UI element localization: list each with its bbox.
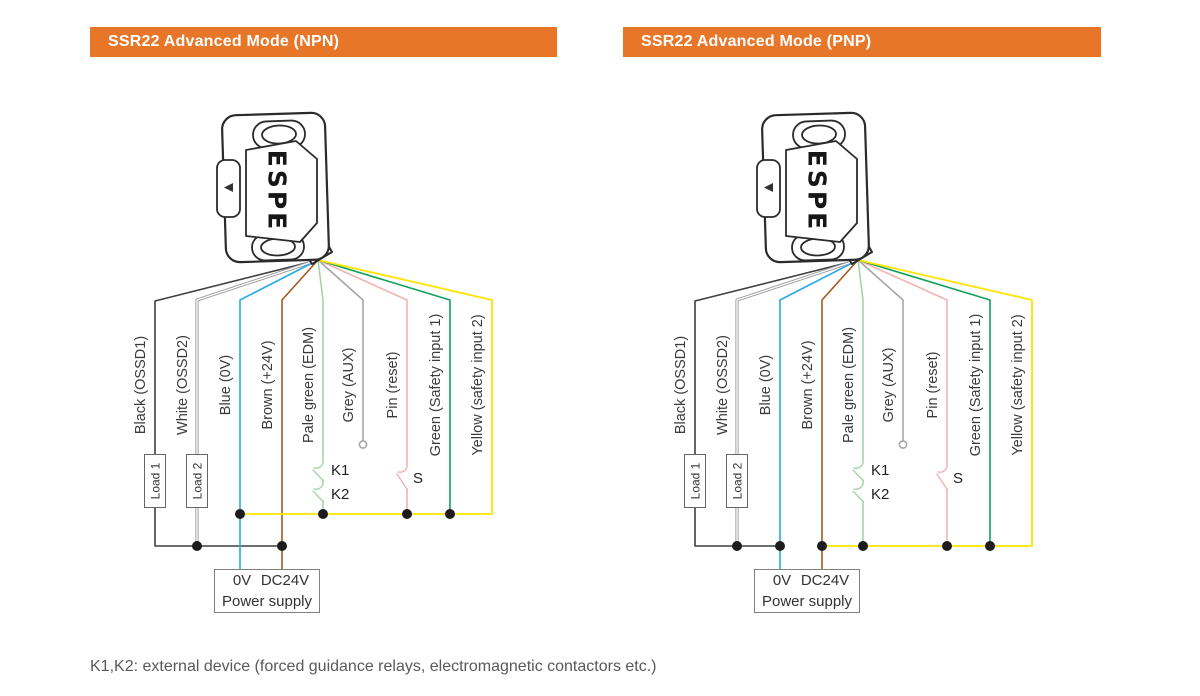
npn-k1-contact-blade (312, 469, 325, 482)
pnp-wire-pink (857, 259, 948, 467)
pnp-wire-pale-green (857, 259, 864, 463)
npn-wire-white (196, 259, 319, 455)
npn-load2-label: Load 2 (190, 462, 205, 500)
junction-dot (732, 541, 742, 551)
pnp-load1-label: Load 1 (688, 462, 703, 500)
npn-sensor-device (215, 111, 334, 266)
npn-wire-label-green: Green (Safety input 1) (428, 313, 444, 457)
npn-psu-label: Power supply (221, 593, 313, 610)
pnp-title: SSR22 Advanced Mode (PNP) (641, 33, 872, 50)
junction-dot (277, 541, 287, 551)
npn-psu-dc24v: DC24V (260, 572, 310, 589)
npn-wire-white-outline (195, 258, 320, 456)
pnp-psu-label: Power supply (761, 593, 853, 610)
pnp-k1-contact-blade (852, 469, 865, 482)
npn-wire-pale-green (317, 259, 324, 463)
npn-wire-label-yellow: Yellow (safety input 2) (470, 314, 486, 456)
pnp-load2-label: Load 2 (730, 462, 745, 500)
npn-junction-dots (192, 509, 455, 551)
pnp-wire-white-outline (735, 258, 860, 456)
pnp-wire-black (694, 259, 859, 455)
npn-s-switch-icon (397, 466, 408, 473)
npn-aux-open-terminal (358, 440, 368, 449)
npn-header-bar: SSR22 Advanced Mode (NPN) (90, 27, 557, 57)
npn-wire-yellow-and-input-bus (239, 259, 493, 515)
pnp-power-supply-box: 0V DC24V Power supply (754, 569, 860, 613)
npn-wire-brown (281, 259, 319, 570)
pnp-wire-brown (821, 259, 859, 570)
pnp-k2-contact-icon (853, 483, 864, 490)
npn-wire-label-black: Black (OSSD1) (133, 335, 149, 435)
pnp-aux-open-terminal (898, 440, 908, 449)
junction-dot (985, 541, 995, 551)
junction-dot (318, 509, 328, 519)
npn-k2-label: K2 (331, 486, 350, 503)
npn-load1-box: Load 1 (144, 454, 166, 508)
npn-wire-label-blue: Blue (0V) (218, 354, 234, 416)
npn-wire-pink (317, 259, 408, 467)
pnp-k2-label: K2 (871, 486, 890, 503)
pnp-load2-box: Load 2 (726, 454, 748, 508)
pnp-diagram (694, 111, 1033, 570)
npn-load2-box: Load 2 (186, 454, 208, 508)
pnp-sensor-device (755, 111, 874, 266)
junction-dot (942, 541, 952, 551)
pnp-psu-dc24v: DC24V (800, 572, 850, 589)
pnp-psu-0v: 0V (772, 572, 792, 589)
pnp-header-bar: SSR22 Advanced Mode (PNP) (623, 27, 1101, 57)
npn-psu-0v: 0V (232, 572, 252, 589)
pnp-wire-label-black: Black (OSSD1) (673, 335, 689, 435)
npn-k1-label: K1 (331, 462, 350, 479)
npn-wire-grey (317, 259, 364, 441)
pnp-k1-contact-icon (853, 462, 864, 469)
junction-dot (858, 541, 868, 551)
junction-dot (775, 541, 785, 551)
npn-diagram (154, 111, 493, 570)
junction-dot (817, 541, 827, 551)
npn-load1-label: Load 1 (148, 462, 163, 500)
pnp-wire-green (857, 259, 991, 547)
npn-wire-label-brown: Brown (+24V) (260, 340, 276, 430)
pnp-load1-box: Load 1 (684, 454, 706, 508)
npn-k2-contact-blade (312, 490, 325, 503)
pnp-wire-label-pink: Pin (reset) (925, 351, 941, 419)
pnp-k1-label: K1 (871, 462, 890, 479)
junction-dot (445, 509, 455, 519)
pnp-wire-grey (857, 259, 904, 441)
pnp-wire-label-grey: Grey (AUX) (881, 347, 897, 423)
pnp-wire-yellow-and-input-bus (821, 259, 1033, 547)
pnp-s-switch-blade (936, 473, 949, 491)
npn-k2-contact-icon (313, 483, 324, 490)
npn-wire-green (317, 259, 451, 515)
junction-dot (235, 509, 245, 519)
npn-s-label: S (413, 470, 424, 487)
npn-wire-label-pale-green: Pale green (EDM) (301, 326, 317, 444)
pnp-wire-label-blue: Blue (0V) (758, 354, 774, 416)
npn-s-switch-blade (396, 473, 409, 491)
footnote: K1,K2: external device (forced guidance … (90, 658, 657, 675)
npn-wire-blue (239, 259, 319, 570)
junction-dot (192, 541, 202, 551)
pnp-wire-white (736, 259, 859, 455)
npn-power-supply-box: 0V DC24V Power supply (214, 569, 320, 613)
npn-k1-contact-icon (313, 462, 324, 469)
npn-wire-label-grey: Grey (AUX) (341, 347, 357, 423)
npn-wire-label-pink: Pin (reset) (385, 351, 401, 419)
pnp-wire-label-green: Green (Safety input 1) (968, 313, 984, 457)
pnp-wire-label-brown: Brown (+24V) (800, 340, 816, 430)
junction-dot (402, 509, 412, 519)
pnp-wire-label-white: White (OSSD2) (715, 335, 731, 435)
pnp-s-switch-icon (937, 466, 948, 473)
npn-title: SSR22 Advanced Mode (NPN) (108, 33, 340, 50)
npn-wire-label-white: White (OSSD2) (175, 335, 191, 435)
pnp-wire-blue (779, 259, 859, 570)
pnp-wire-label-yellow: Yellow (safety input 2) (1010, 314, 1026, 456)
pnp-s-label: S (953, 470, 964, 487)
pnp-k2-contact-blade (852, 490, 865, 503)
pnp-junction-dots (732, 541, 995, 551)
npn-wire-black (154, 259, 319, 455)
pnp-wire-label-pale-green: Pale green (EDM) (841, 326, 857, 444)
pnp-load-bus (694, 507, 781, 547)
